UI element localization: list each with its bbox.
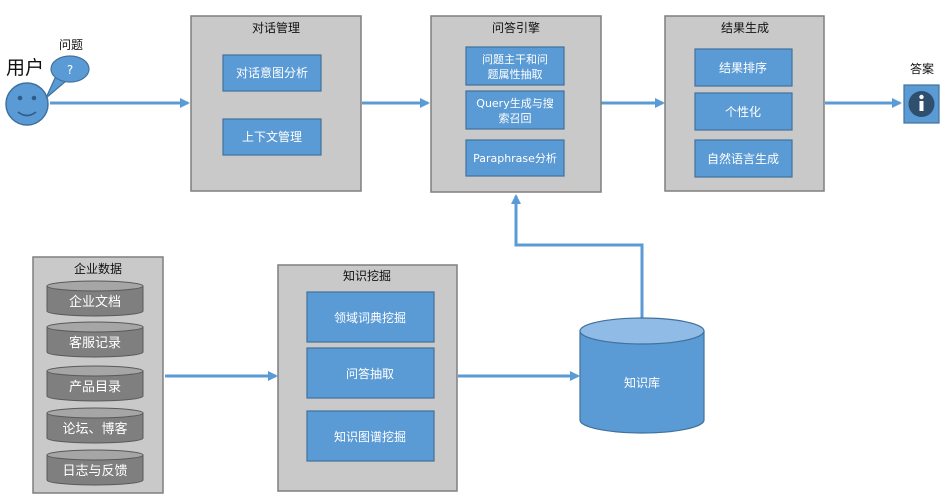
qa-trunk-line1: 问题主干和问 [482,53,548,66]
qa-query-line1: Query生成与搜 [476,96,553,110]
info-icon [908,91,935,117]
dialog-management-title: 对话管理 [252,20,300,35]
qa-engine-title: 问答引擎 [492,20,540,35]
knowledge-base-cylinder: 知识库 [579,317,705,434]
dialog-management-panel: 对话管理 对话意图分析 上下文管理 [190,15,362,192]
kg-mining-label: 知识图谱挖掘 [334,429,406,444]
nlg-box [694,139,793,178]
question-label: 问题 [59,38,83,52]
logs-feedback-label: 日志与反馈 [62,464,127,479]
nlg-label: 自然语言生成 [707,151,779,166]
domain-dict-box [306,291,435,343]
qa-query-box [465,90,565,130]
result-generation-title: 结果生成 [721,21,769,35]
bubble-mark: ? [67,63,73,77]
enterprise-data-title: 企业数据 [74,261,122,276]
qa-extraction-label: 问答抽取 [346,366,394,381]
user-node: 用户 问题 ? [5,38,90,126]
user-face-icon [5,82,49,126]
answer-label: 答案 [910,61,934,76]
answer-node: 答案 [903,61,940,124]
knowledge-base-label: 知识库 [624,375,660,390]
knowledge-mining-title: 知识挖掘 [343,268,391,283]
connectors [50,98,902,381]
result-ranking-box [694,48,793,87]
knowledge-mining-panel: 知识挖掘 领域词典挖掘 问答抽取 知识图谱挖掘 [277,264,458,492]
product-catalog-label: 产品目录 [69,380,121,395]
qa-trunk-box [465,46,565,86]
qa-trunk-line2: 题属性抽取 [488,67,543,81]
qa-query-line2: 索召回 [499,111,532,125]
arrow-kb-to-qa [511,194,644,318]
context-mgmt-label: 上下文管理 [242,129,302,144]
domain-dict-label: 领域词典挖掘 [334,310,406,325]
qa-paraphrase-label: Paraphrase分析 [473,151,557,165]
qa-engine-panel: 问答引擎 问题主干和问 题属性抽取 Query生成与搜 索召回 Paraphra… [430,15,602,193]
logs-feedback-disk: 日志与反馈 [46,449,144,486]
enterprise-docs-label: 企业文档 [69,294,121,310]
customer-service-records-label: 客服记录 [69,335,121,351]
result-ranking-label: 结果排序 [719,60,767,75]
forum-blog-disk: 论坛、博客 [46,407,144,444]
qa-extraction-box [306,347,435,399]
product-catalog-disk: 产品目录 [46,365,144,402]
personalization-label: 个性化 [725,105,761,119]
personalization-box [694,92,793,131]
dialog-intent-box [222,54,322,92]
speech-bubble-icon: ? [45,55,90,99]
forum-blog-label: 论坛、博客 [62,421,127,437]
enterprise-docs-disk: 企业文档 [46,280,144,317]
dialog-intent-label: 对话意图分析 [236,65,308,80]
context-mgmt-box [222,118,322,156]
result-generation-panel: 结果生成 结果排序 个性化 自然语言生成 [664,15,825,192]
customer-service-records-disk: 客服记录 [46,321,144,358]
user-label: 用户 [6,57,44,79]
kg-mining-box [306,410,435,462]
qa-paraphrase-box [465,139,565,177]
